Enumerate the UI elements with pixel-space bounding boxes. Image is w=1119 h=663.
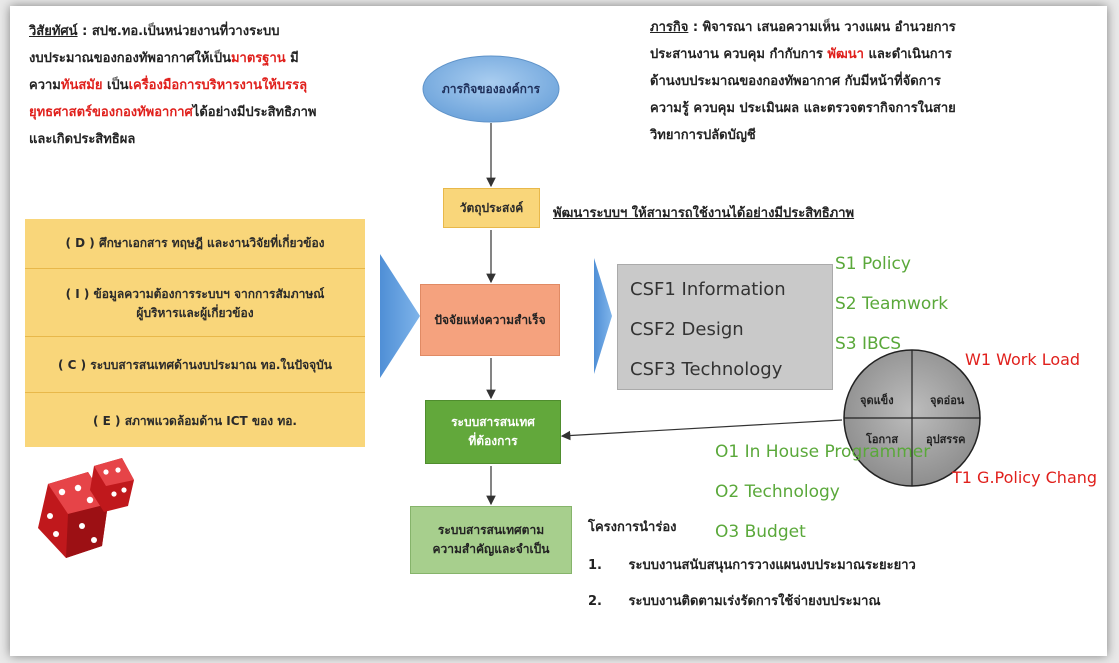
mission-highlight-develop: พัฒนา [827, 47, 864, 62]
objective-description: พัฒนาระบบฯ ให้สามารถใช้งานได้อย่างมีประส… [553, 206, 855, 221]
input-current-system: ( C ) ระบบสารสนเทศด้านงบประมาณ ทอ.ในปัจจ… [25, 339, 365, 393]
csf-item-technology: CSF3 Technology [630, 359, 783, 380]
pilot-item-2-num: 2. [588, 594, 602, 609]
csf-box: ปัจจัยแห่งความสำเร็จ [420, 284, 560, 356]
vision-line-4b: ได้อย่างมีประสิทธิภาพ [192, 105, 317, 120]
threat-policy-change: T1 G.Policy Chang [952, 468, 1098, 487]
strength-ibcs: S3 IBCS [835, 334, 902, 354]
mission-line-3: ด้านงบประมาณของกองทัพอากาศ กับมีหน้าที่จ… [650, 74, 941, 89]
input-ict-environment: ( E ) สภาพแวดล้อมด้าน ICT ของ ทอ. [25, 395, 365, 447]
required-is-line-2: ที่ต้องการ [468, 434, 518, 448]
swot-strength-label: จุดแข็ง [860, 394, 894, 407]
csf-item-design: CSF2 Design [630, 319, 744, 340]
pilot-item-2: 2. ระบบงานติดตามเร่งรัดการใช้จ่ายงบประมา… [588, 588, 881, 615]
csf-item-information: CSF1 Information [630, 279, 786, 300]
mission-line-4: ความรู้ ควบคุม ประเมินผล และตรวจตรากิจกา… [650, 101, 956, 116]
dice-image [38, 458, 134, 558]
objective-box: วัตถุประสงค์ [443, 188, 540, 228]
weakness-workload: W1 Work Load [965, 350, 1081, 369]
pilot-item-2-text: ระบบงานติดตามเร่งรัดการใช้จ่ายงบประมาณ [628, 594, 881, 609]
strength-policy: S1 Policy [835, 254, 911, 274]
big-arrow-left [380, 254, 420, 378]
input-requirements: ( I ) ข้อมูลความต้องการระบบฯ จากการสัมภา… [25, 271, 365, 337]
vision-highlight-tool: เครื่องมือการบริหารงานให้บรรลุ [128, 78, 308, 93]
input-requirements-line-2: ผู้บริหารและผู้เกี่ยวข้อง [136, 305, 254, 320]
mission-label: ภารกิจ [650, 20, 689, 35]
mission-oval-shape [422, 55, 560, 123]
inputs-panel: ( D ) ศึกษาเอกสาร ทฤษฎี และงานวิจัยที่เก… [25, 219, 365, 447]
mission-line-1: : พิจารณา เสนอความเห็น วางแผน อำนวยการ [688, 20, 956, 35]
mission-line-5: วิทยาการปลัดบัญชี [650, 128, 756, 143]
vision-line-2c: มี [285, 51, 299, 66]
mission-line-2a: ประสานงาน ควบคุม กำกับการ [650, 47, 828, 62]
vision-line-2a: งบประมาณของกองทัพอากาศให้เป็น [29, 51, 231, 66]
big-arrow-right [594, 258, 612, 374]
vision-highlight-modern: ทันสมัย [60, 78, 103, 93]
vision-highlight-standard: มาตรฐาน [230, 51, 286, 66]
diagram-slide: วิสัยทัศน์ : สปช.ทอ.เป็นหน่วยงานที่วางระ… [10, 6, 1107, 656]
vision-label: วิสัยทัศน์ [29, 24, 78, 39]
pilot-item-1-num: 1. [588, 558, 602, 573]
vision-line-3a: ความ [29, 78, 61, 93]
vision-highlight-strategy: ยุทธศาสตร์ของกองทัพอากาศ [29, 105, 193, 120]
strength-teamwork: S2 Teamwork [835, 294, 949, 314]
opportunity-inhouse: O1 In House Programmer [715, 442, 931, 462]
pilot-item-1-text: ระบบงานสนับสนุนการวางแผนงบประมาณระยะยาว [628, 558, 916, 573]
input-requirements-line-1: ( I ) ข้อมูลความต้องการระบบฯ จากการสัมภา… [65, 286, 325, 301]
swot-opportunity-label: โอกาส [866, 433, 899, 446]
swot-weakness-label: จุดอ่อน [930, 394, 965, 407]
vision-line-3c: เป็น [102, 78, 129, 93]
mission-text: ภารกิจ : พิจารณา เสนอความเห็น วางแผน อำน… [650, 14, 1090, 149]
priority-is-line-2: ความสำคัญและจำเป็น [432, 542, 550, 556]
mission-oval: ภารกิจขององค์การ [441, 81, 541, 96]
required-is-box: ระบบสารสนเทศ ที่ต้องการ [425, 400, 561, 464]
mission-line-2c: และดำเนินการ [863, 47, 952, 62]
priority-is-box: ระบบสารสนเทศตาม ความสำคัญและจำเป็น [410, 506, 572, 574]
csf-list-box: CSF1 Information CSF2 Design CSF3 Techno… [617, 264, 833, 390]
input-documents: ( D ) ศึกษาเอกสาร ทฤษฎี และงานวิจัยที่เก… [25, 219, 365, 269]
priority-is-line-1: ระบบสารสนเทศตาม [437, 523, 545, 537]
connectors [38, 55, 981, 558]
vision-line-5: และเกิดประสิทธิผล [29, 132, 136, 147]
swot-threat-label: อุปสรรค [926, 433, 966, 446]
pilot-title: โครงการนำร่อง [588, 520, 677, 535]
vision-text: วิสัยทัศน์ : สปช.ทอ.เป็นหน่วยงานที่วางระ… [29, 18, 359, 153]
opportunity-budget: O3 Budget [715, 522, 806, 542]
required-is-line-1: ระบบสารสนเทศ [451, 415, 535, 429]
pilot-item-1: 1. ระบบงานสนับสนุนการวางแผนงบประมาณระยะย… [588, 552, 916, 579]
vision-line-1: : สปช.ทอ.เป็นหน่วยงานที่วางระบบ [77, 24, 280, 39]
opportunity-technology: O2 Technology [715, 482, 840, 502]
arrow-swot-required [560, 419, 843, 441]
